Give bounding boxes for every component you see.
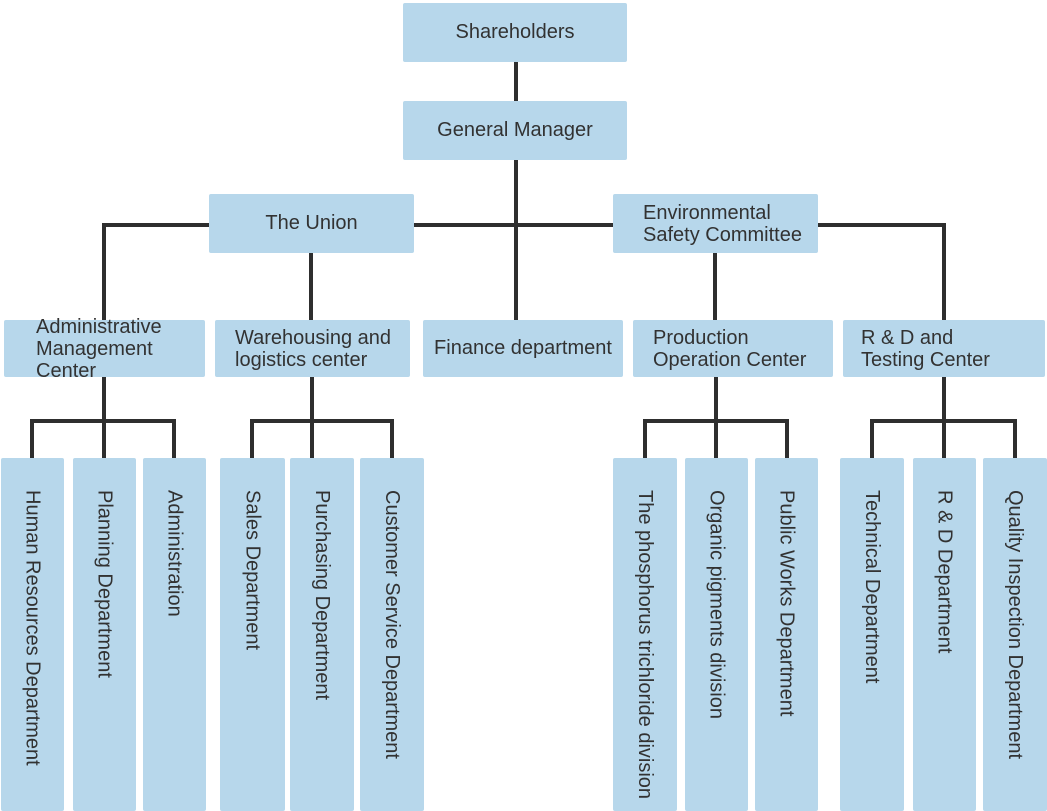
connector-main-rail bbox=[102, 223, 946, 227]
node-label: Administration bbox=[163, 490, 186, 617]
node-label: Sales Department bbox=[241, 490, 264, 651]
connector-warehousing-child2 bbox=[310, 419, 314, 458]
connector-env-production bbox=[713, 253, 717, 320]
node-label: Technical Department bbox=[861, 490, 883, 684]
connector-admin-child2 bbox=[102, 419, 106, 458]
connector-warehousing-child1 bbox=[250, 419, 254, 458]
node-phosphorus-trichloride-division: The phosphorus trichloride division bbox=[613, 458, 677, 811]
connector-rd-child2 bbox=[942, 419, 946, 458]
connector-admin-drop bbox=[102, 377, 106, 423]
node-label: Public Works Department bbox=[775, 490, 798, 717]
node-label: Human Resources Department bbox=[21, 490, 44, 766]
node-label: Shareholders bbox=[455, 21, 575, 43]
connector-warehousing-drop bbox=[310, 377, 314, 423]
connector-warehousing-rail bbox=[250, 419, 394, 423]
node-label: The Union bbox=[265, 212, 358, 234]
node-general-manager: General Manager bbox=[403, 101, 627, 160]
node-rd-department: R & D Department bbox=[913, 458, 976, 811]
node-label: Management Center bbox=[36, 337, 153, 382]
node-customer-service-department: Customer Service Department bbox=[360, 458, 424, 811]
node-label: Operation Center bbox=[653, 348, 807, 371]
node-warehousing-logistics-center: Warehousing and logistics center bbox=[215, 320, 410, 377]
connector-production-drop bbox=[714, 377, 718, 423]
node-environmental-safety-committee: Environmental Safety Committee bbox=[613, 194, 818, 253]
node-label: R & D and bbox=[861, 326, 954, 349]
connector-gm-finance bbox=[514, 160, 518, 320]
node-label: Testing Center bbox=[861, 348, 990, 371]
node-label: Environmental bbox=[643, 201, 771, 224]
connector-union-warehousing bbox=[309, 253, 313, 320]
node-public-works-department: Public Works Department bbox=[755, 458, 818, 811]
connector-rd-child3 bbox=[1013, 419, 1017, 458]
connector-production-child1 bbox=[643, 419, 647, 458]
node-planning-department: Planning Department bbox=[73, 458, 136, 811]
node-label: Quality Inspection Department bbox=[1004, 490, 1026, 760]
node-label: logistics center bbox=[235, 348, 368, 371]
node-sales-department: Sales Department bbox=[220, 458, 285, 811]
connector-admin-child1 bbox=[30, 419, 34, 458]
node-label: Production bbox=[653, 326, 749, 349]
connector-rail-rd-center bbox=[942, 223, 946, 320]
node-label: Purchasing Department bbox=[311, 490, 333, 701]
node-label: Safety Committee bbox=[643, 223, 802, 246]
connector-rd-child1 bbox=[870, 419, 874, 458]
node-human-resources-department: Human Resources Department bbox=[1, 458, 64, 811]
node-administration: Administration bbox=[143, 458, 206, 811]
node-shareholders: Shareholders bbox=[403, 3, 627, 62]
node-label: Organic pigments division bbox=[705, 490, 728, 719]
connector-shareholders-gm bbox=[514, 62, 518, 101]
node-label: The phosphorus trichloride division bbox=[634, 490, 656, 800]
node-purchasing-department: Purchasing Department bbox=[290, 458, 354, 811]
node-label: Finance department bbox=[434, 337, 612, 359]
connector-admin-child3 bbox=[172, 419, 176, 458]
connector-rail-admin-center bbox=[102, 223, 106, 320]
node-label: General Manager bbox=[437, 119, 593, 141]
node-label: Customer Service Department bbox=[381, 490, 403, 759]
node-production-operation-center: Production Operation Center bbox=[633, 320, 833, 377]
node-label: R & D Department bbox=[933, 490, 956, 654]
node-finance-department: Finance department bbox=[423, 320, 623, 377]
node-label: Planning Department bbox=[93, 490, 116, 678]
connector-production-child3 bbox=[785, 419, 789, 458]
connector-rd-drop bbox=[942, 377, 946, 423]
node-label: Administrative bbox=[36, 315, 162, 338]
node-technical-department: Technical Department bbox=[840, 458, 904, 811]
node-administrative-management-center: Administrative Management Center bbox=[4, 316, 205, 382]
node-label: Warehousing and bbox=[235, 326, 392, 349]
node-organic-pigments-division: Organic pigments division bbox=[685, 458, 748, 811]
node-the-union: The Union bbox=[209, 194, 414, 253]
node-quality-inspection-department: Quality Inspection Department bbox=[983, 458, 1047, 811]
connector-warehousing-child3 bbox=[390, 419, 394, 458]
node-rd-testing-center: R & D and Testing Center bbox=[843, 320, 1045, 377]
connector-production-child2 bbox=[714, 419, 718, 458]
